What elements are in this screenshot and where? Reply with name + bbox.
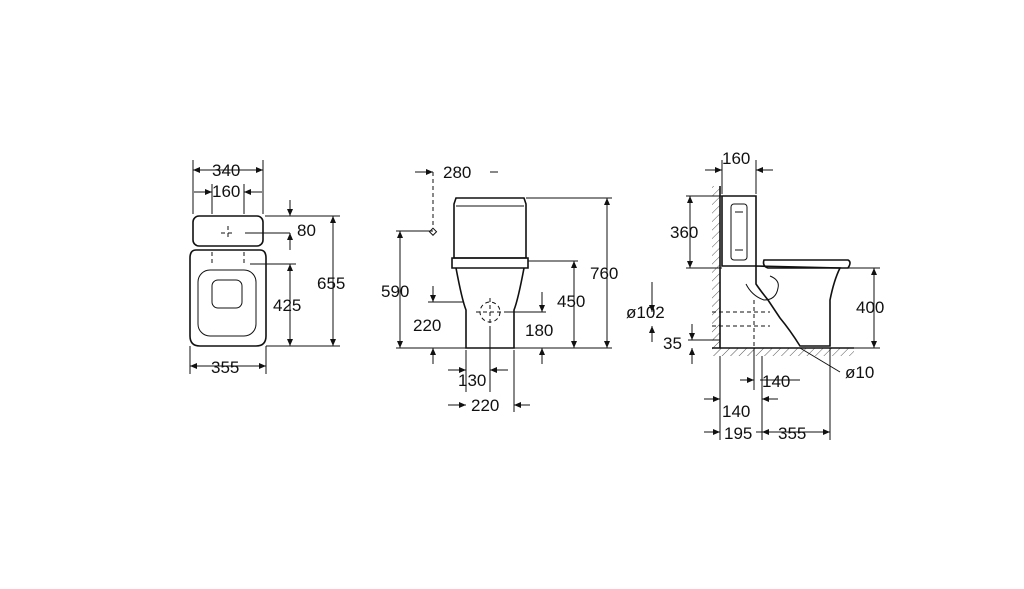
dim-front-280: 280 [443,163,471,182]
dim-side-160: 160 [722,149,750,168]
tank-front-outline [453,197,527,259]
dim-side-dia102: ø102 [626,303,665,322]
dim-side-400: 400 [856,298,884,317]
dim-side-35: 35 [663,334,682,353]
bowl-top-outline [189,249,267,347]
dim-side-140-a: 140 [762,372,790,391]
wall-hatch [712,186,720,348]
dim-top-425: 425 [273,296,301,315]
dim-top-340: 340 [212,161,240,180]
seat-opening [197,269,257,337]
top-view: 340 160 80 425 655 355 [189,160,345,377]
dim-front-220-w: 220 [471,396,499,415]
dim-front-130: 130 [458,371,486,390]
dim-top-355: 355 [211,358,239,377]
dim-side-dia10: ø10 [845,363,874,382]
dim-top-160: 160 [212,182,240,201]
dim-side-360: 360 [670,223,698,242]
dim-side-140-b: 140 [722,402,750,421]
dim-front-180: 180 [525,321,553,340]
dim-top-80: 80 [297,221,316,240]
dim-top-655: 655 [317,274,345,293]
dim-front-760: 760 [590,264,618,283]
tank-side-outline [721,195,757,267]
trap-side [745,275,779,301]
bowl-rim-front [451,257,529,269]
dim-front-590: 590 [381,282,409,301]
front-view: 280 590 220 760 450 180 130 220 [381,163,618,415]
bowl-side-outline [755,265,842,347]
floor-hatch [712,348,854,356]
side-view: 160 360 ø102 35 400 140 ø10 140 [626,149,884,443]
flush-mechanism [730,203,748,261]
tank-top-outline [192,215,264,247]
dim-side-195: 195 [724,424,752,443]
dim-side-355: 355 [778,424,806,443]
seat-inner [211,279,243,309]
dim-front-220-h: 220 [413,316,441,335]
dim-front-450: 450 [557,292,585,311]
